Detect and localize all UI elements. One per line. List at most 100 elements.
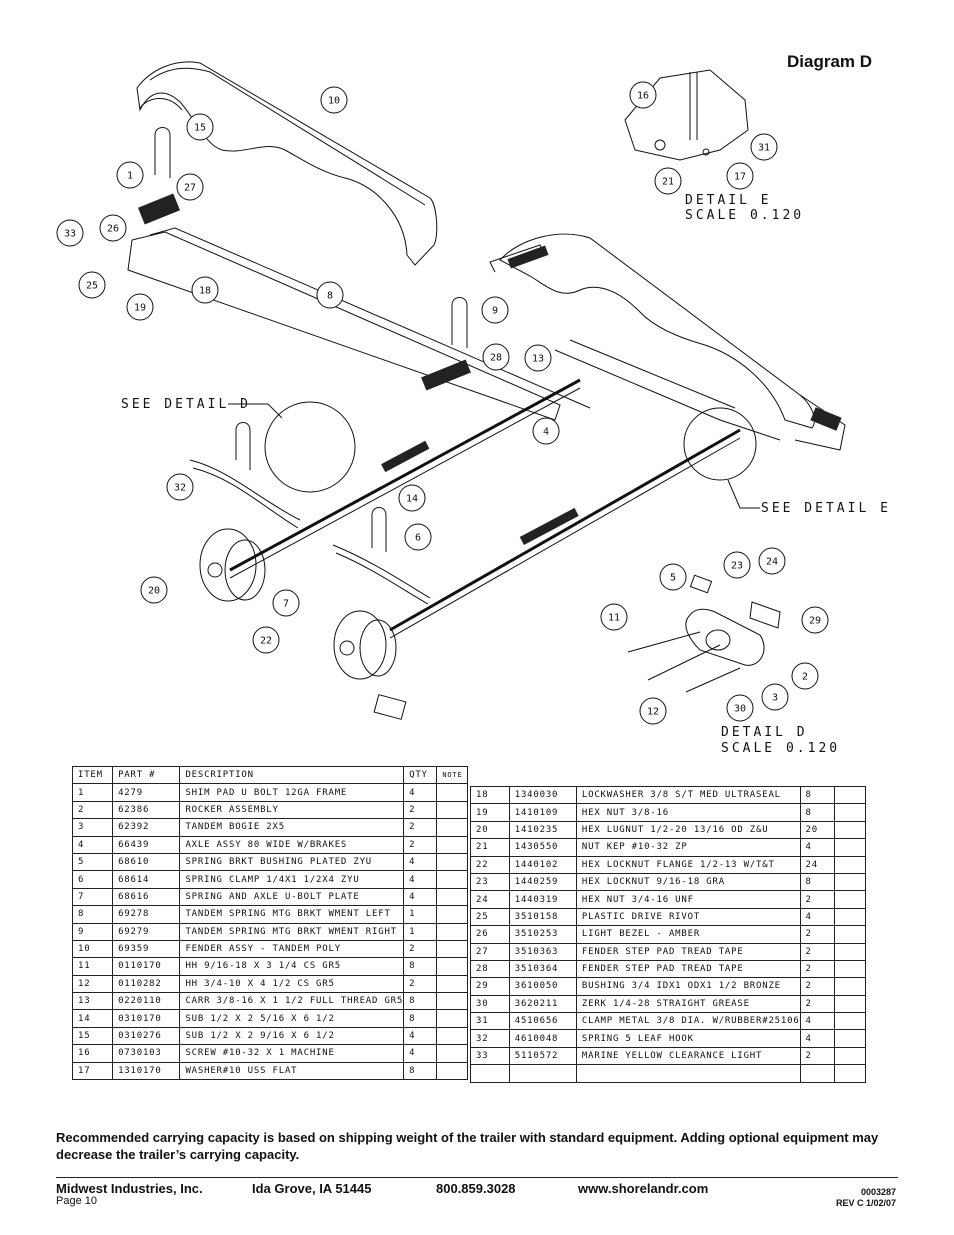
cell-note (833, 1012, 867, 1031)
callout-bubble (758, 547, 786, 575)
right-fender (489, 233, 846, 451)
header-part: PART # (112, 765, 181, 785)
cell-part (508, 1064, 577, 1083)
cell-part: 69278 (112, 905, 181, 924)
callout-label: 25 (86, 281, 98, 292)
callout-label: 21 (662, 177, 674, 188)
cell-qty: 8 (403, 957, 438, 976)
diagram-title: Diagram D (787, 52, 873, 71)
cell-note (833, 1029, 867, 1048)
cell-item: 33 (470, 1046, 510, 1066)
cell-description: HH 9/16-18 X 3 1/4 CS GR5 (179, 957, 405, 976)
cell-item: 25 (470, 907, 510, 927)
callout-label: 14 (406, 494, 418, 505)
detail-d-circle (264, 401, 356, 493)
cell-part: 62392 (112, 818, 181, 837)
cell-qty: 24 (799, 855, 835, 874)
cell-qty: 4 (403, 1026, 438, 1046)
cell-item: 17 (71, 1061, 114, 1081)
callout-33: 33 (56, 219, 84, 247)
cell-description: FENDER STEP PAD TREAD TAPE (575, 942, 801, 961)
cell-note (436, 1044, 468, 1063)
callout-bubble (252, 626, 280, 654)
doc-number: 0003287 (860, 1187, 896, 1197)
callout-3: 3 (761, 683, 789, 711)
cell-description: FENDER ASSY - TANDEM POLY (179, 939, 405, 959)
callout-label: 4 (543, 427, 549, 438)
cell-note (436, 992, 468, 1011)
detail-d-leader (228, 403, 283, 419)
cell-item: 6 (71, 870, 114, 889)
callout-2: 2 (791, 662, 819, 690)
cell-part: 1410235 (508, 820, 577, 840)
cell-note (833, 925, 867, 944)
cell-qty: 4 (403, 887, 438, 907)
cell-description: HEX LOCKNUT 9/16-18 GRA (575, 872, 801, 892)
callout-22: 22 (252, 626, 280, 654)
cell-qty: 2 (799, 925, 835, 944)
callout-label: 7 (283, 599, 289, 610)
callout-bubble (791, 662, 819, 690)
callout-16: 16 (629, 81, 657, 109)
cell-part: 0310170 (112, 1009, 181, 1028)
u-bolt-plate (373, 694, 407, 720)
cell-part: 4610048 (508, 1029, 577, 1048)
cell-part: 5110572 (508, 1046, 577, 1066)
cell-description: FENDER STEP PAD TREAD TAPE (575, 959, 801, 979)
cell-part: 4279 (112, 783, 181, 802)
cell-note (436, 870, 468, 889)
callout-label: 18 (199, 286, 211, 297)
callout-10: 10 (320, 86, 348, 114)
footer-divider (56, 1177, 898, 1178)
callout-32: 32 (166, 473, 194, 501)
cell-part: 3510158 (508, 907, 577, 927)
cell-qty: 2 (403, 939, 438, 959)
cell-part: 1440259 (508, 872, 577, 892)
callout-31: 31 (750, 133, 778, 161)
callout-1: 1 (116, 161, 144, 189)
cell-part: 68610 (112, 852, 181, 872)
callout-6: 6 (404, 523, 432, 551)
cell-qty: 1 (403, 905, 438, 924)
callout-bubble (116, 161, 144, 189)
cell-description: SHIM PAD U BOLT 12GA FRAME (179, 783, 405, 802)
header-description: DESCRIPTION (179, 765, 405, 785)
cell-note (436, 852, 468, 872)
cell-part: 66439 (112, 835, 181, 854)
callout-bubble (801, 606, 829, 634)
cell-item: 22 (470, 855, 510, 874)
cell-part: 62386 (112, 800, 181, 820)
footer-website[interactable]: www.shorelandr.com (578, 1181, 709, 1196)
cell-part: 0220110 (112, 992, 181, 1011)
callout-bubble (524, 344, 552, 372)
cell-qty: 2 (799, 977, 835, 996)
cell-description (575, 1064, 801, 1083)
cell-qty: 4 (403, 783, 438, 802)
cell-item: 7 (71, 887, 114, 907)
cell-item: 3 (71, 818, 114, 837)
cell-description: CARR 3/8-16 X 1 1/2 FULL THREAD GR5 (179, 992, 405, 1011)
cell-qty: 8 (403, 1061, 438, 1081)
callout-bubble (654, 167, 682, 195)
cell-item: 30 (470, 994, 510, 1014)
callout-bubble (482, 343, 510, 371)
callout-bubble (166, 473, 194, 501)
cell-description: TANDEM SPRING MTG BRKT WMENT RIGHT (179, 922, 405, 941)
cell-note (833, 890, 867, 909)
cell-item: 5 (71, 852, 114, 872)
cell-description: TANDEM SPRING MTG BRKT WMENT LEFT (179, 905, 405, 924)
cell-part: 0310276 (112, 1026, 181, 1046)
callout-bubble (320, 86, 348, 114)
tread-pads (138, 193, 579, 545)
cell-description: SPRING BRKT BUSHING PLATED ZYU (179, 852, 405, 872)
cell-note (436, 922, 468, 941)
